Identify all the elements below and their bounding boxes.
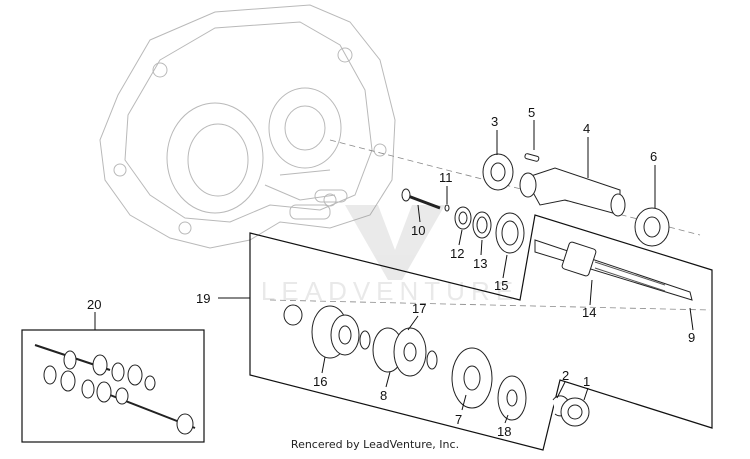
part-16 bbox=[283, 304, 360, 359]
callout-15: 15 bbox=[494, 278, 508, 293]
leader-lines bbox=[94, 120, 694, 424]
callout-6: 6 bbox=[650, 149, 657, 164]
part-15 bbox=[495, 212, 525, 254]
axis-line-upper bbox=[329, 139, 701, 236]
callout-16: 16 bbox=[313, 374, 327, 389]
callout-8: 8 bbox=[380, 388, 387, 403]
callout-2: 2 bbox=[562, 368, 569, 383]
watermark-text: LEADVENTURE bbox=[261, 276, 519, 306]
part-3 bbox=[482, 153, 514, 191]
callout-18: 18 bbox=[497, 424, 511, 439]
part-14 bbox=[534, 239, 693, 301]
group-frame-19 bbox=[249, 214, 713, 451]
part-6 bbox=[634, 207, 670, 247]
callout-10: 10 bbox=[411, 223, 425, 238]
callout-13: 13 bbox=[473, 256, 487, 271]
callout-17: 17 bbox=[412, 301, 426, 316]
axis-line-lower bbox=[269, 299, 711, 311]
part-1 bbox=[560, 397, 590, 427]
crankcase-outline bbox=[99, 4, 396, 249]
callout-12: 12 bbox=[450, 246, 464, 261]
callout-14: 14 bbox=[582, 305, 596, 320]
inset-frame-20 bbox=[21, 329, 205, 443]
callout-11: 11 bbox=[439, 170, 453, 185]
callout-4: 4 bbox=[583, 121, 590, 136]
part-10 bbox=[401, 188, 441, 210]
callout-3: 3 bbox=[491, 114, 498, 129]
part-18 bbox=[497, 375, 527, 421]
callout-20: 20 bbox=[87, 297, 101, 312]
callout-1: 1 bbox=[583, 374, 590, 389]
part-11 bbox=[444, 204, 450, 212]
callout-7: 7 bbox=[455, 412, 462, 427]
part-4 bbox=[519, 167, 626, 217]
callout-9: 9 bbox=[688, 330, 695, 345]
part-12 bbox=[454, 206, 472, 230]
part-8 bbox=[359, 327, 438, 377]
part-20-inset bbox=[21, 329, 205, 443]
callout-5: 5 bbox=[528, 105, 535, 120]
callout-19: 19 bbox=[196, 291, 210, 306]
part-5 bbox=[524, 153, 540, 162]
render-credit: Rencered by LeadVenture, Inc. bbox=[290, 438, 460, 451]
part-7 bbox=[451, 347, 493, 409]
part-13 bbox=[472, 211, 492, 239]
